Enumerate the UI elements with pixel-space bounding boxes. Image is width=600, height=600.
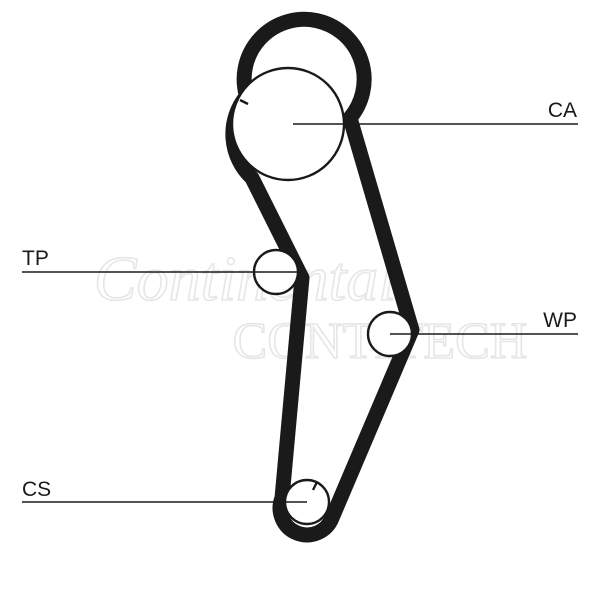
watermark-line1: Continental	[94, 243, 396, 314]
cs-label: CS	[22, 478, 51, 501]
ca-label: CA	[548, 99, 577, 122]
camshaft-timing-mark	[239, 98, 249, 106]
wp-label: WP	[543, 309, 577, 332]
watermark: Continental CONTITECH	[93, 242, 528, 371]
crankshaft-timing-mark	[311, 481, 319, 491]
tp-label: TP	[22, 247, 49, 270]
